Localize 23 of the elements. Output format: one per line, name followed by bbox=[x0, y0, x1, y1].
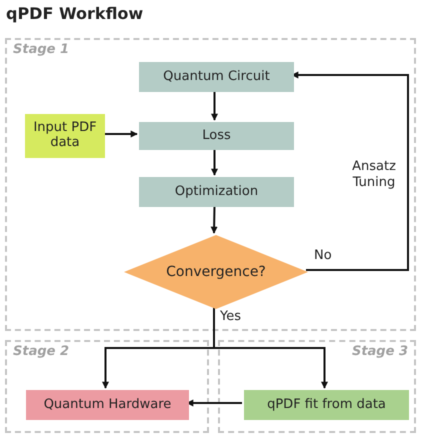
stage-region bbox=[5, 38, 416, 331]
stage-label: Stage 2 bbox=[13, 345, 70, 360]
decision-label: Convergence? bbox=[166, 264, 266, 280]
stage-region bbox=[218, 340, 416, 433]
arrow bbox=[103, 130, 138, 138]
output-box: Quantum Hardware bbox=[26, 390, 189, 420]
arrow bbox=[210, 204, 218, 234]
stage-label: Stage 1 bbox=[13, 43, 70, 58]
arrow bbox=[211, 90, 218, 121]
stage-region bbox=[5, 340, 209, 433]
process-box: Optimization bbox=[139, 177, 294, 207]
arrow bbox=[211, 148, 218, 176]
flow-note: Ansatz Tuning bbox=[351, 159, 397, 190]
stage-label: Stage 3 bbox=[352, 345, 408, 360]
arrow bbox=[291, 72, 409, 271]
input-box: Input PDF data bbox=[25, 114, 105, 158]
flow-note: Yes bbox=[220, 309, 242, 325]
diagram-title: qPDF Workflow bbox=[6, 4, 144, 23]
arrow bbox=[213, 307, 328, 389]
process-box: qPDF fit from data bbox=[244, 390, 409, 420]
process-box: Quantum Circuit bbox=[139, 62, 294, 92]
arrow bbox=[186, 400, 242, 406]
process-box: Loss bbox=[139, 122, 294, 150]
